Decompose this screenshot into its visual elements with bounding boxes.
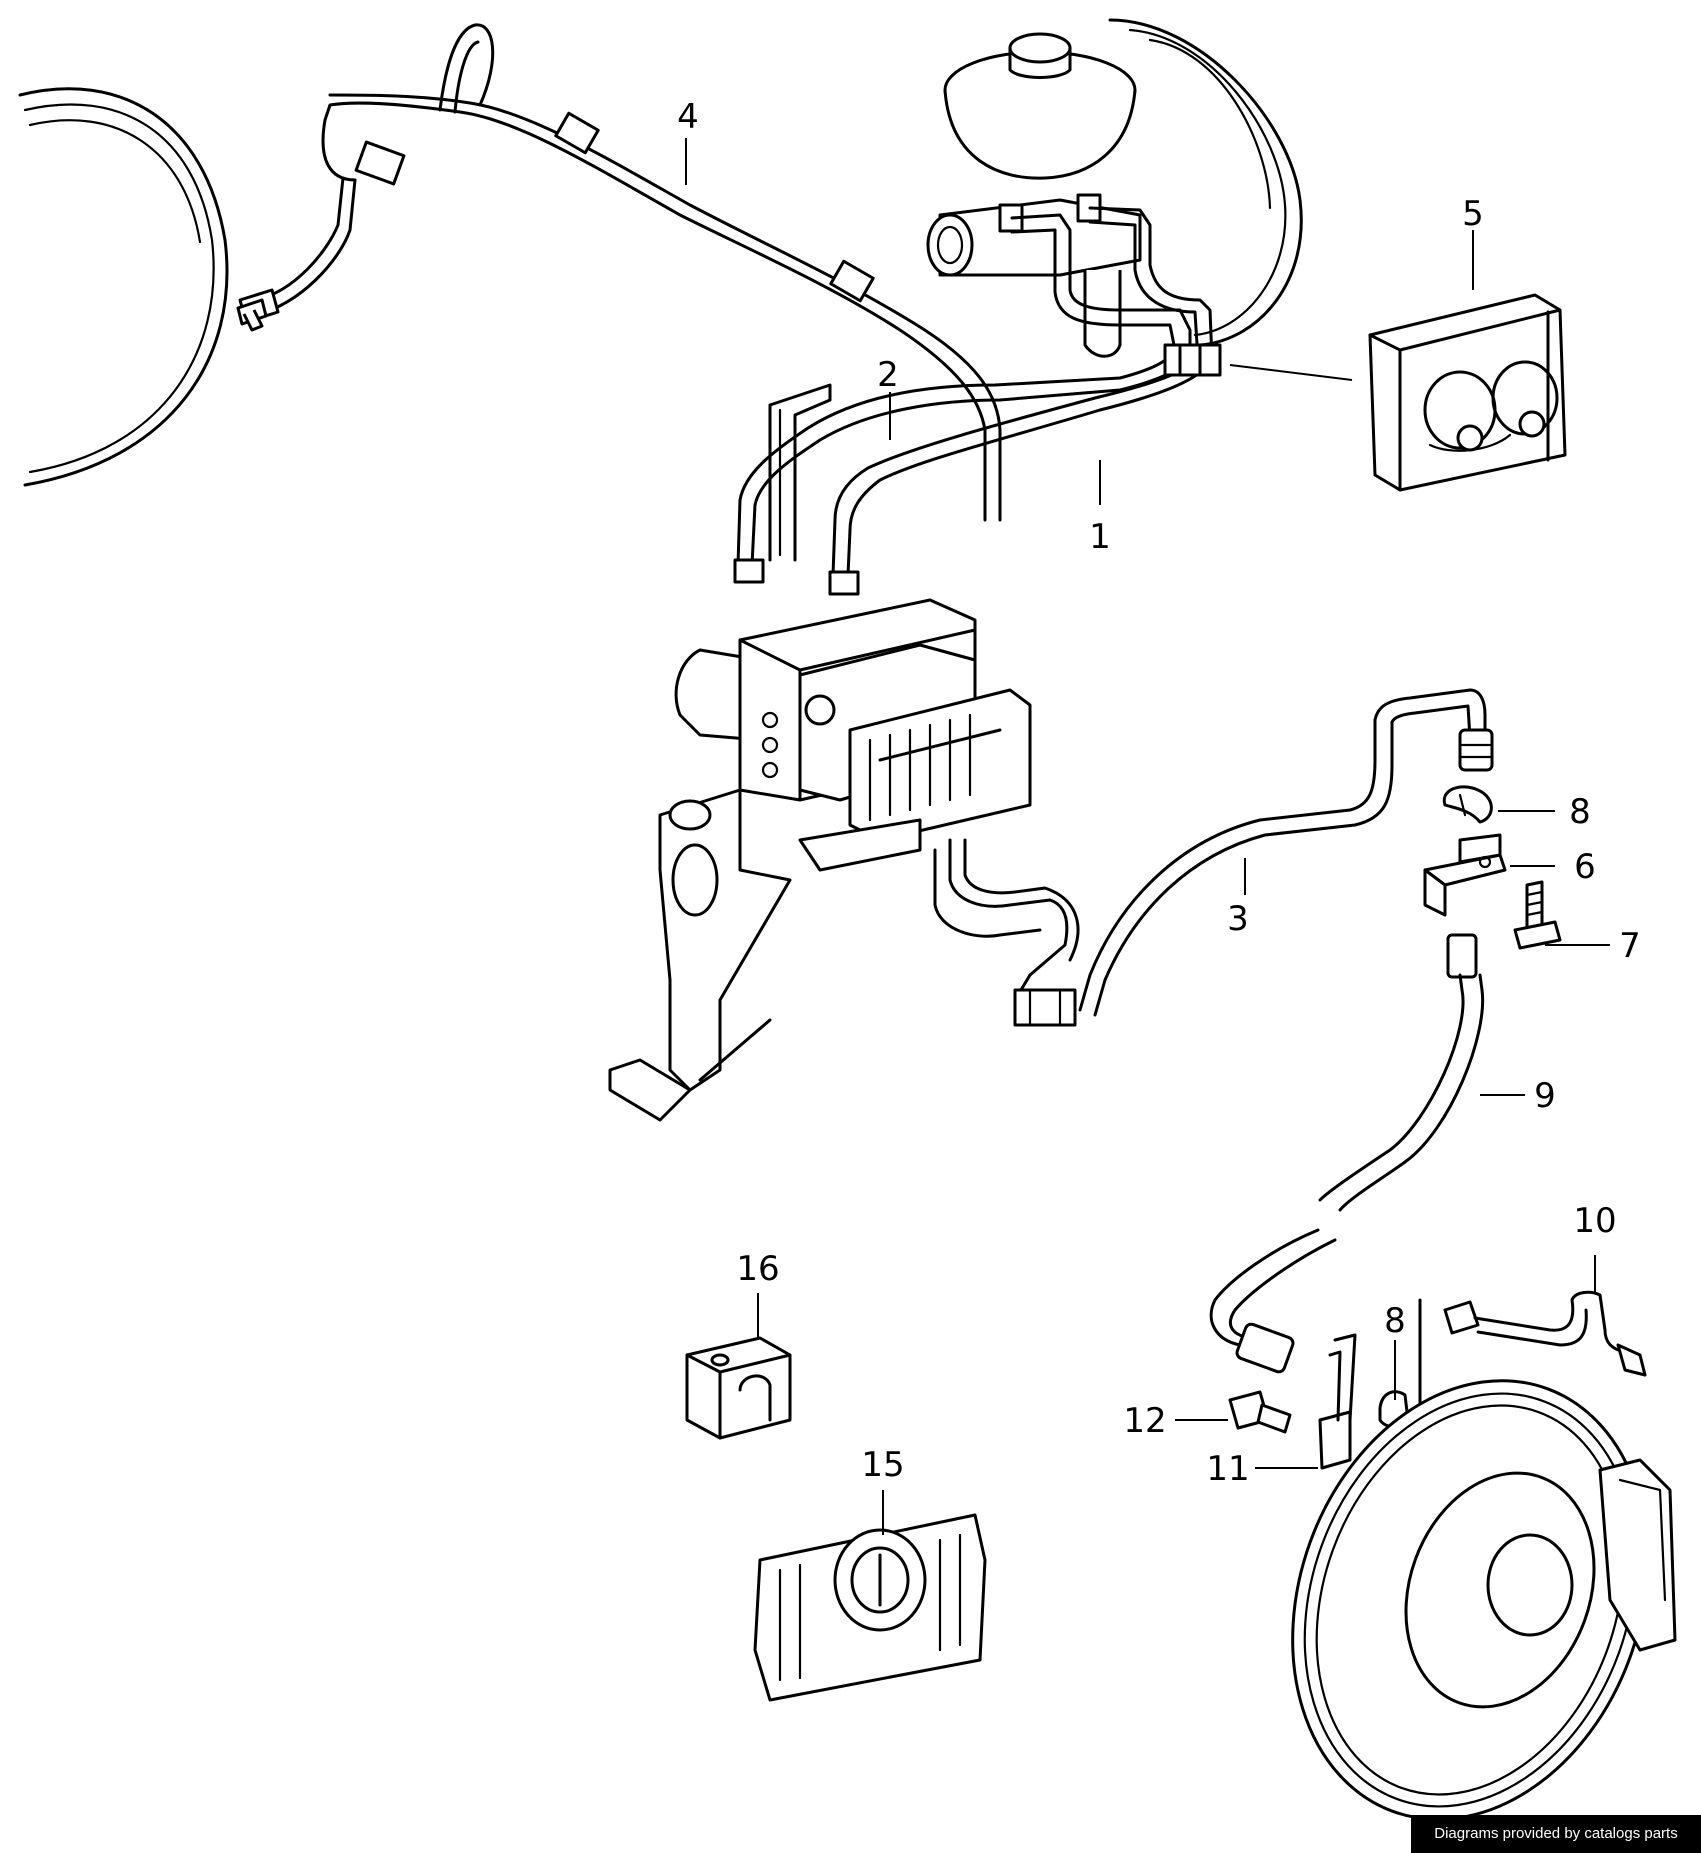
callout-8-lower: 8	[1384, 1301, 1406, 1341]
part-5-cover	[1368, 293, 1567, 492]
brake-line-3	[1078, 688, 1494, 1017]
callout-5: 5	[1462, 194, 1484, 234]
callout-leaders	[685, 138, 1610, 1535]
brake-hose-9	[1209, 933, 1485, 1374]
abs-mounting-bracket	[608, 788, 792, 1122]
callout-12: 12	[1123, 1401, 1166, 1441]
brake-disc-caliper	[1291, 1298, 1677, 1821]
callout-1: 1	[1089, 517, 1111, 557]
watermark-credit: Diagrams provided by catalogs parts	[1411, 1815, 1701, 1853]
callout-6: 6	[1574, 847, 1596, 887]
abs-lower-lines	[933, 838, 1080, 1027]
abs-hydraulic-unit	[674, 598, 1032, 872]
master-cylinder-booster	[926, 18, 1303, 358]
brake-line-4	[236, 23, 1002, 522]
part-12-bolt	[1228, 1390, 1292, 1434]
callout-11: 11	[1206, 1449, 1249, 1489]
callout-9: 9	[1534, 1076, 1556, 1116]
part-11-bracket	[1318, 1333, 1357, 1470]
abs-upper-bracket	[768, 383, 832, 562]
callout-8-upper: 8	[1569, 792, 1591, 832]
callout-3: 3	[1227, 899, 1249, 939]
callout-labels: 1 2 3 4 5 6 7 8 8 9 10 11 12 15 16	[677, 97, 1641, 1489]
callout-15: 15	[861, 1445, 904, 1485]
brake-line-10	[1443, 1290, 1647, 1377]
callout-10: 10	[1573, 1201, 1616, 1241]
callout-2: 2	[877, 355, 899, 395]
brake-lines-1-2	[733, 206, 1222, 596]
callout-16: 16	[736, 1249, 779, 1289]
callout-4: 4	[677, 97, 699, 137]
left-wheel-outline	[18, 87, 229, 487]
part-16-block	[685, 1336, 792, 1440]
part-8-clip-upper	[1442, 785, 1493, 824]
part-6-bracket	[1423, 833, 1507, 917]
callout-7: 7	[1619, 926, 1641, 966]
part-15-clip	[753, 1513, 987, 1702]
part-7-bolt	[1513, 880, 1562, 950]
